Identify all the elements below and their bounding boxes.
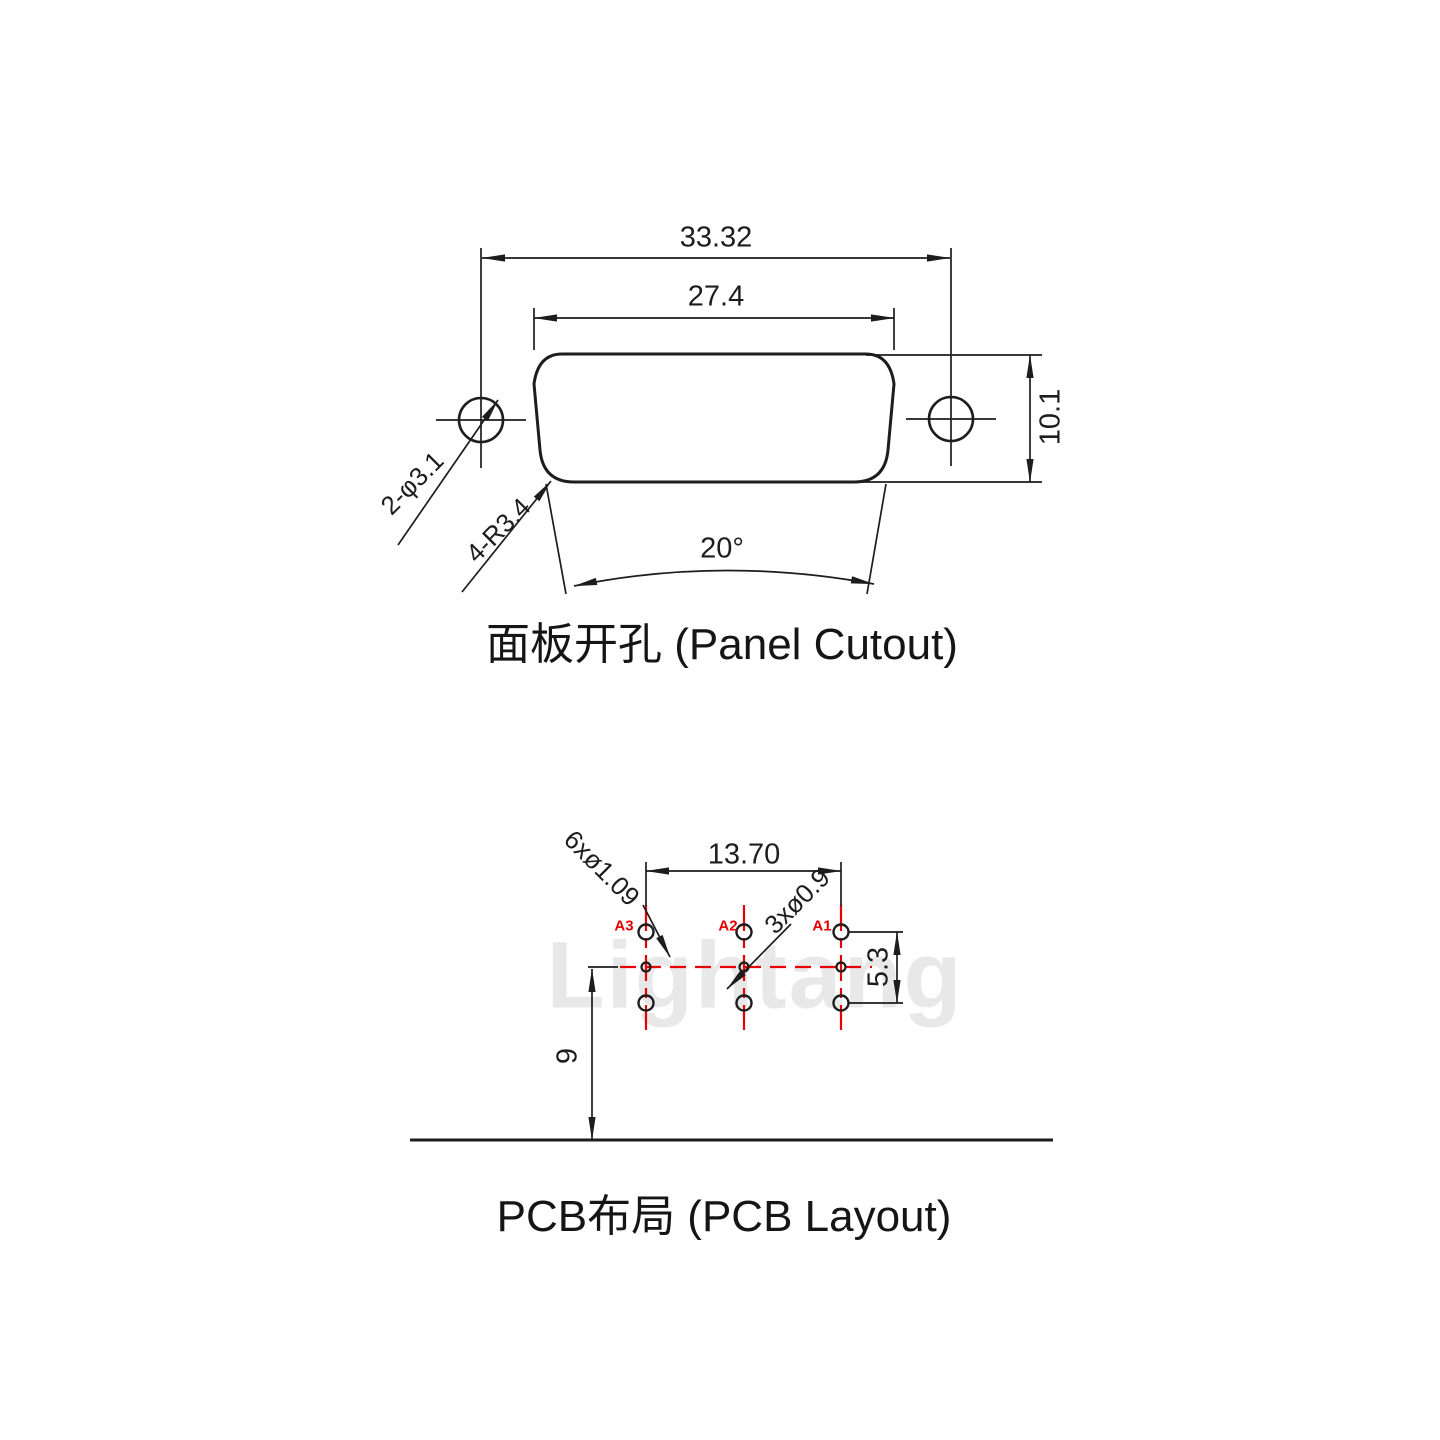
- panel-cutout-caption: 面板开孔 (Panel Cutout): [486, 620, 958, 669]
- pin-label-a2: A2: [718, 917, 738, 935]
- pcb-dimensions: [410, 862, 1053, 1142]
- dim-text-10-1: 10.1: [1034, 388, 1067, 446]
- hole-a2-top: [735, 923, 753, 941]
- hole-a3-center: [640, 961, 652, 973]
- dim-text-33-32: 33.32: [679, 221, 753, 254]
- d-cutout-outline: [532, 352, 896, 484]
- hole-a2-center: [738, 961, 750, 973]
- dim-text-13-70: 13.70: [707, 838, 781, 871]
- hole-a1-center: [835, 961, 847, 973]
- hole-a3-top: [637, 923, 655, 941]
- pcb-centerlines: [620, 905, 872, 1030]
- dim-text-27-4: 27.4: [687, 280, 745, 313]
- dim-text-5-3: 5.3: [862, 946, 895, 988]
- dim-text-20deg: 20°: [700, 532, 744, 565]
- watermark-text: Lightang: [546, 922, 964, 1029]
- pcb-holes: [637, 923, 850, 1012]
- leader-corner-radius: [461, 480, 552, 593]
- leader-mounting-holes: [397, 399, 499, 546]
- panel-cutout-drawing: [397, 248, 1042, 595]
- dim-text-9: 9: [551, 1047, 584, 1065]
- pin-label-a3: A3: [614, 917, 634, 935]
- hole-a3-bottom: [637, 994, 655, 1012]
- hole-a1-bottom: [832, 994, 850, 1012]
- pcb-layout-drawing: [410, 862, 1053, 1142]
- pcb-layout-caption: PCB布局 (PCB Layout): [496, 1192, 952, 1241]
- hole-a1-top: [832, 923, 850, 941]
- angle-ext-left: [545, 483, 567, 595]
- leader-center-holes: [726, 923, 792, 990]
- hole-a2-bottom: [735, 994, 753, 1012]
- angle-arc-20deg: [573, 569, 875, 587]
- pin-label-a1: A1: [812, 917, 832, 935]
- angle-ext-right: [866, 483, 887, 595]
- leader-outer-holes: [642, 904, 671, 958]
